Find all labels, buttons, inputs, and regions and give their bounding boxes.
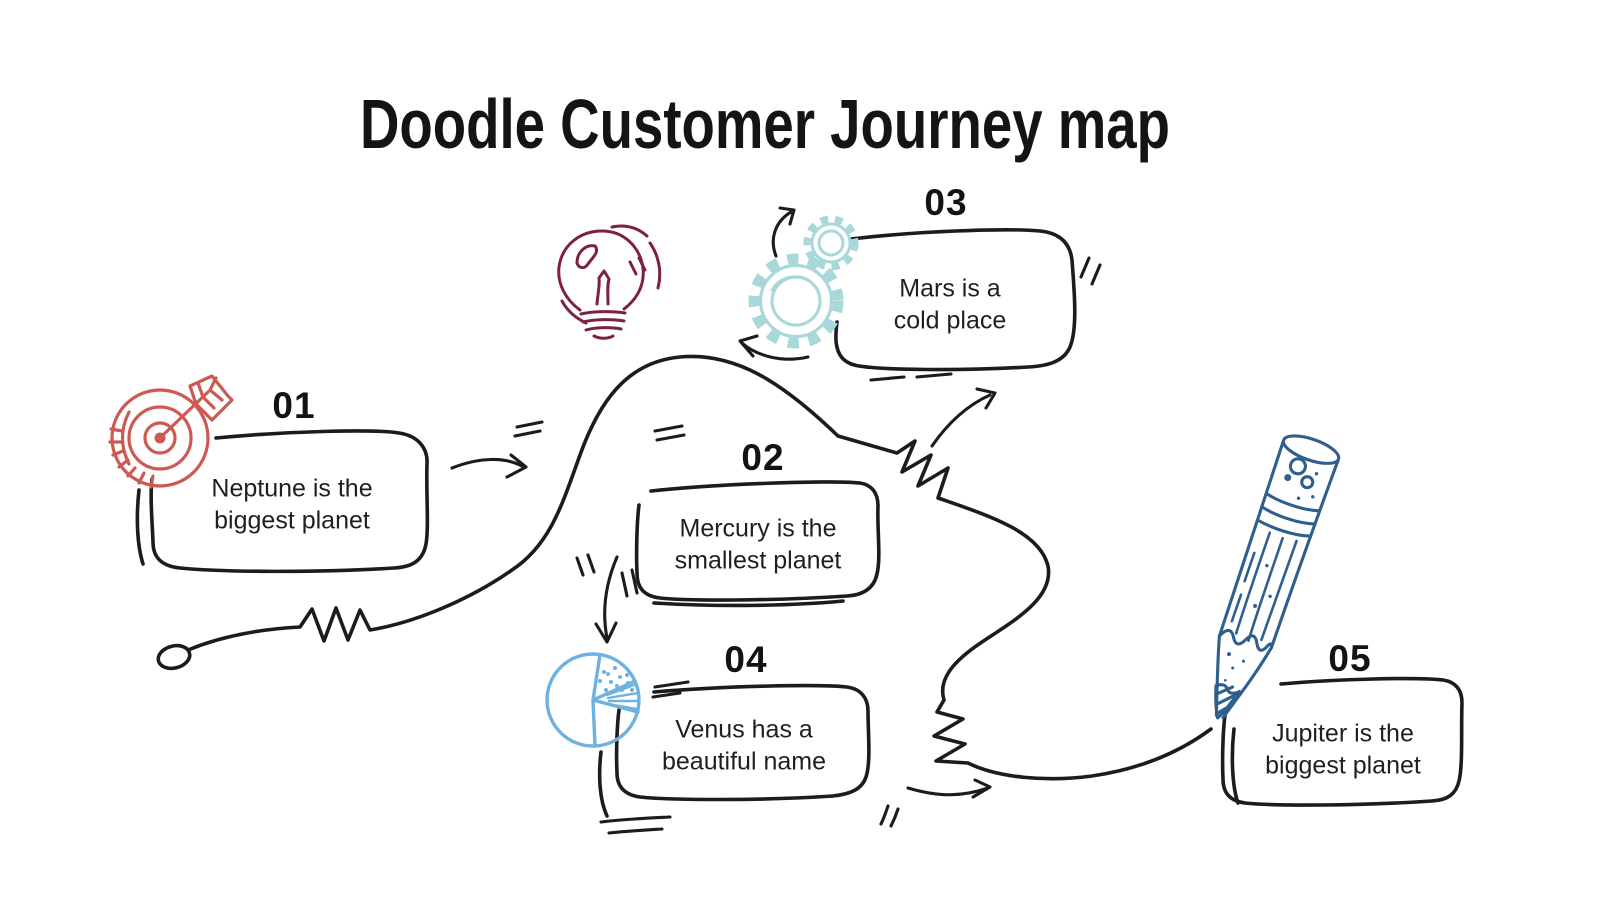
lightbulb-icon (557, 224, 662, 340)
target-arrow-shaft (160, 390, 210, 438)
pencil-icon (1214, 434, 1341, 720)
equals-mark (651, 680, 690, 699)
step-03-label: Mars is a cold place (893, 274, 1007, 335)
step-05-box-stroke (1230, 727, 1240, 805)
step-04-box-stroke (597, 750, 609, 818)
step-02-number: 02 (741, 437, 785, 478)
bulb-base (579, 310, 627, 340)
pencil-stripes (1230, 531, 1298, 642)
step-02-label: Mercury is the smallest planet (674, 514, 842, 575)
step-boxes (135, 228, 1464, 818)
step-03-number: 03 (924, 182, 968, 223)
pie-slice-lines (591, 653, 640, 748)
pencil-dot (1284, 474, 1292, 482)
gears-icon (748, 215, 859, 349)
pie-dotted-slice (598, 666, 634, 692)
step-01-number: 01 (272, 385, 316, 426)
step-03-box (834, 228, 1077, 372)
pencil-graphite (1214, 683, 1241, 720)
tick-marks (1079, 256, 1102, 286)
dash-marks (869, 372, 953, 382)
step-05-number: 05 (1328, 638, 1372, 679)
step-05-label: Jupiter is the biggest planet (1265, 719, 1421, 780)
pencil-sides (1218, 440, 1340, 650)
equals-mark (653, 424, 686, 442)
target-rim-hatch (108, 427, 155, 489)
pencil-ferrule (1256, 491, 1322, 538)
step-02-box-stroke (652, 599, 845, 608)
step-04-number: 04 (724, 639, 768, 680)
step-04-label: Venus has a beautiful name (661, 715, 826, 776)
tick-marks (575, 553, 596, 577)
arrow-down-icon (594, 555, 619, 644)
ink-accents (450, 206, 1102, 835)
bulb-reflection (575, 244, 599, 270)
path-start-loop (156, 643, 192, 671)
arrow-up-right-icon (930, 387, 997, 448)
step-04-box (614, 683, 871, 802)
arrow-right-icon (906, 778, 992, 799)
gear-large (748, 253, 844, 349)
path-line (186, 354, 1213, 781)
step-02-box (634, 480, 881, 602)
arrow-right-icon (450, 453, 528, 479)
page-title: Doodle Customer Journey map (246, 84, 1285, 164)
arrow-curved-up-icon (771, 206, 796, 258)
step-01-label: Neptune is the biggest planet (211, 474, 373, 535)
tick-marks (879, 804, 900, 828)
gear-small (803, 215, 859, 271)
target-arrow-fletching (188, 374, 234, 422)
bulb-motion-arcs (560, 224, 662, 325)
bulb-filament (595, 269, 611, 306)
step-01-box (149, 429, 430, 574)
underline-marks (599, 815, 672, 835)
journey-path (156, 354, 1213, 781)
pencil-wood-scallop (1217, 628, 1274, 652)
equals-mark (513, 420, 544, 438)
tick-marks (620, 568, 639, 598)
step-05-box (1220, 676, 1464, 807)
arrow-curved-left-icon (738, 334, 810, 361)
page-title-text: Doodle Customer Journey map (359, 85, 1171, 163)
step-01-box-stroke (135, 488, 145, 566)
pie-chart-icon (545, 652, 641, 748)
pencil-speckles (1223, 472, 1319, 682)
target-icon (108, 374, 234, 489)
